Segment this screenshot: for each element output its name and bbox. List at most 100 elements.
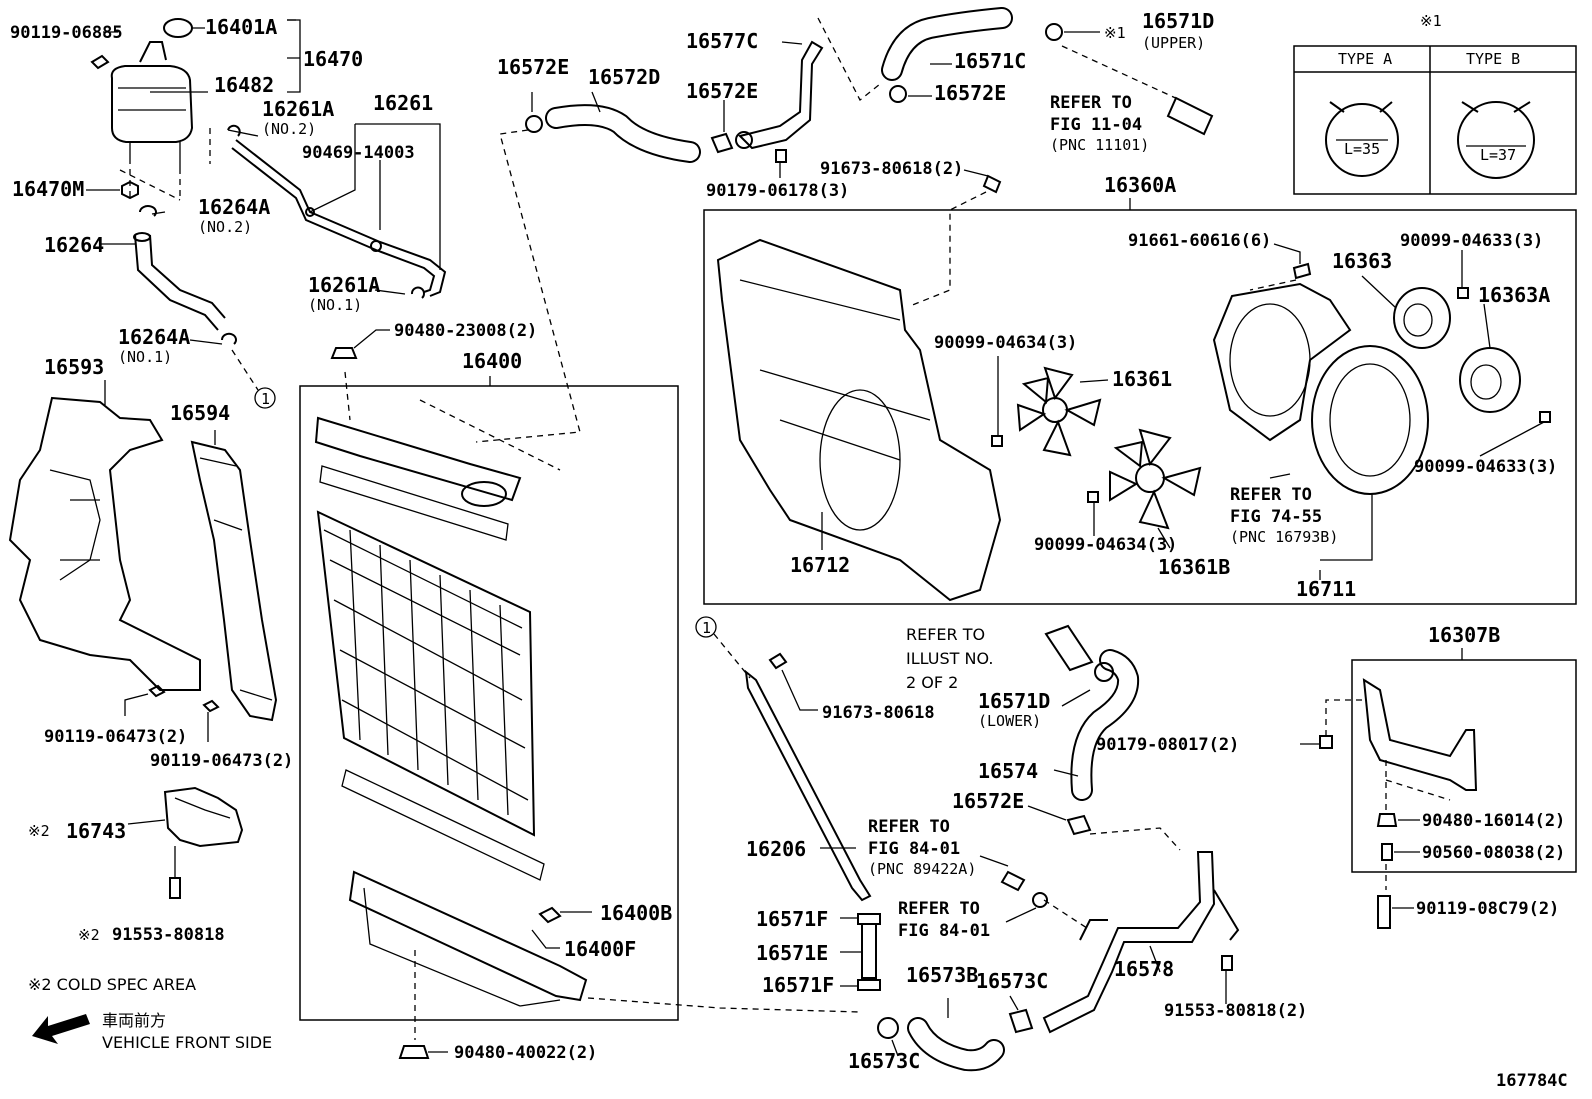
fan-shroud-16712 <box>716 238 1002 602</box>
label-16571D-lower: 16571D <box>978 689 1050 713</box>
bolt-91553-80818 <box>169 877 181 899</box>
svg-text:FIG 74-55: FIG 74-55 <box>1230 507 1322 527</box>
hose-stub-upper <box>1166 96 1214 136</box>
pipe-16206 <box>744 669 872 902</box>
label-91553-80818: 91553-80818 <box>112 925 225 945</box>
clamp-16572E-c <box>889 85 907 103</box>
label-90480-40022: 90480-40022(2) <box>454 1043 597 1063</box>
label-16363: 16363 <box>1332 249 1392 273</box>
label-16573C-a: 16573C <box>976 969 1048 993</box>
fan-16361B <box>1109 428 1202 530</box>
air-deflector-16593 <box>8 396 201 691</box>
label-16261A-no2: 16261A <box>262 97 334 121</box>
label-16264A-no1: 16264A <box>118 325 190 349</box>
bolt-90119-06885 <box>90 54 110 70</box>
svg-text:1: 1 <box>702 619 711 637</box>
label-91673-80618: 91673-80618 <box>822 703 935 723</box>
bracket-assembly-box <box>1351 659 1577 873</box>
hose-stub-lower <box>1044 624 1094 672</box>
svg-text:(PNC 11101): (PNC 11101) <box>1050 136 1149 154</box>
svg-text:FIG 84-01: FIG 84-01 <box>868 839 960 859</box>
svg-text:ILLUST NO.: ILLUST NO. <box>906 649 993 668</box>
label-16573C-b: 16573C <box>848 1049 920 1073</box>
label-90119-06473-b: 90119-06473(2) <box>150 751 293 771</box>
clamp-16264A-no2 <box>139 205 157 217</box>
label-16482: 16482 <box>214 73 274 97</box>
label-16470M: 16470M <box>12 177 84 201</box>
label-90099-04634-a: 90099-04634(3) <box>934 333 1077 353</box>
svg-text:FIG 11-04: FIG 11-04 <box>1050 115 1142 135</box>
label-16571F-b: 16571F <box>762 973 834 997</box>
clamp-16573C-b <box>1008 1008 1034 1034</box>
clamp-16571D-lower <box>1094 662 1114 682</box>
radiator-upper-tank <box>314 416 522 541</box>
clamp-type-a-label: TYPE A <box>1338 50 1392 68</box>
cushion-90480-16014 <box>1376 813 1398 827</box>
label-90480-16014: 90480-16014(2) <box>1422 811 1565 831</box>
label-16361: 16361 <box>1112 367 1172 391</box>
label-91673-80618-2: 91673-80618(2) <box>820 159 963 179</box>
svg-text:REFER TO: REFER TO <box>1050 93 1132 113</box>
svg-text:1: 1 <box>261 390 270 408</box>
bolt-90099-04634-a <box>991 435 1003 447</box>
hose-16261 <box>227 124 447 299</box>
label-16363A: 16363A <box>1478 283 1550 307</box>
label-90560-08038: 90560-08038(2) <box>1422 843 1565 863</box>
svg-text:※2: ※2 <box>28 822 50 840</box>
label-16307B: 16307B <box>1428 623 1500 647</box>
label-16577C: 16577C <box>686 29 758 53</box>
clamp-16572E-b <box>710 132 734 154</box>
radiator-seal <box>341 769 545 881</box>
svg-text:(NO.1): (NO.1) <box>308 296 362 314</box>
front-arrow-icon <box>32 1014 90 1044</box>
drain-16400B <box>538 906 562 924</box>
svg-text:REFER TO: REFER TO <box>898 899 980 919</box>
label-16261A-no1: 16261A <box>308 273 380 297</box>
fan-shroud-assembly-box <box>703 209 1577 605</box>
svg-text:(PNC 89422A): (PNC 89422A) <box>868 860 976 878</box>
svg-text:(NO.1): (NO.1) <box>118 348 172 366</box>
hose-16264 <box>133 232 226 331</box>
label-16571C: 16571C <box>954 49 1026 73</box>
label-16743: 16743 <box>66 819 126 843</box>
fan-shroud-16711 <box>1212 282 1429 495</box>
label-90099-04634-b: 90099-04634(3) <box>1034 535 1177 555</box>
cap-90480-23008 <box>330 347 358 359</box>
grommet-90480-40022 <box>398 1045 430 1059</box>
fan-16361 <box>1016 366 1102 457</box>
clip-16470M <box>121 180 139 200</box>
radiator-lower-tank <box>348 870 588 1007</box>
diagram-id: 167784C <box>1496 1071 1568 1091</box>
vehicle-front-jp: 車両前方 <box>102 1011 166 1030</box>
label-16593: 16593 <box>44 355 104 379</box>
bracket-16307B <box>1362 678 1478 791</box>
label-16571F-a: 16571F <box>756 907 828 931</box>
hose-16573B <box>907 1017 1005 1072</box>
svg-text:REFER TO: REFER TO <box>868 817 950 837</box>
label-16578: 16578 <box>1114 957 1174 981</box>
label-16360A: 16360A <box>1104 173 1176 197</box>
clamp-16572E-d <box>1066 814 1092 836</box>
label-16400F: 16400F <box>564 937 636 961</box>
label-90119-06473-a: 90119-06473(2) <box>44 727 187 747</box>
clamp-16264A-no1 <box>220 332 237 345</box>
label-16572E-d: 16572E <box>952 789 1024 813</box>
svg-text:(UPPER): (UPPER) <box>1142 34 1205 52</box>
label-16361B: 16361B <box>1158 555 1230 579</box>
label-16572D: 16572D <box>588 65 660 89</box>
bolt-90119-06473-b <box>202 699 220 713</box>
clamp-type-b-icon <box>1457 101 1535 179</box>
svg-text:2 OF 2: 2 OF 2 <box>906 673 958 692</box>
label-16400: 16400 <box>462 349 522 373</box>
screw-91661-60616 <box>1292 262 1312 280</box>
bolt-90099-04633-b <box>1539 411 1551 423</box>
motor-16363A <box>1459 347 1521 413</box>
radiator-assembly-box <box>299 385 679 1021</box>
svg-text:※1: ※1 <box>1420 12 1442 30</box>
guard-16743 <box>163 786 244 848</box>
cold-spec-note: ※2 COLD SPEC AREA <box>28 975 196 994</box>
label-91661-60616: 91661-60616(6) <box>1128 231 1271 251</box>
label-16572E-c: 16572E <box>934 81 1006 105</box>
label-16400B: 16400B <box>600 901 672 925</box>
